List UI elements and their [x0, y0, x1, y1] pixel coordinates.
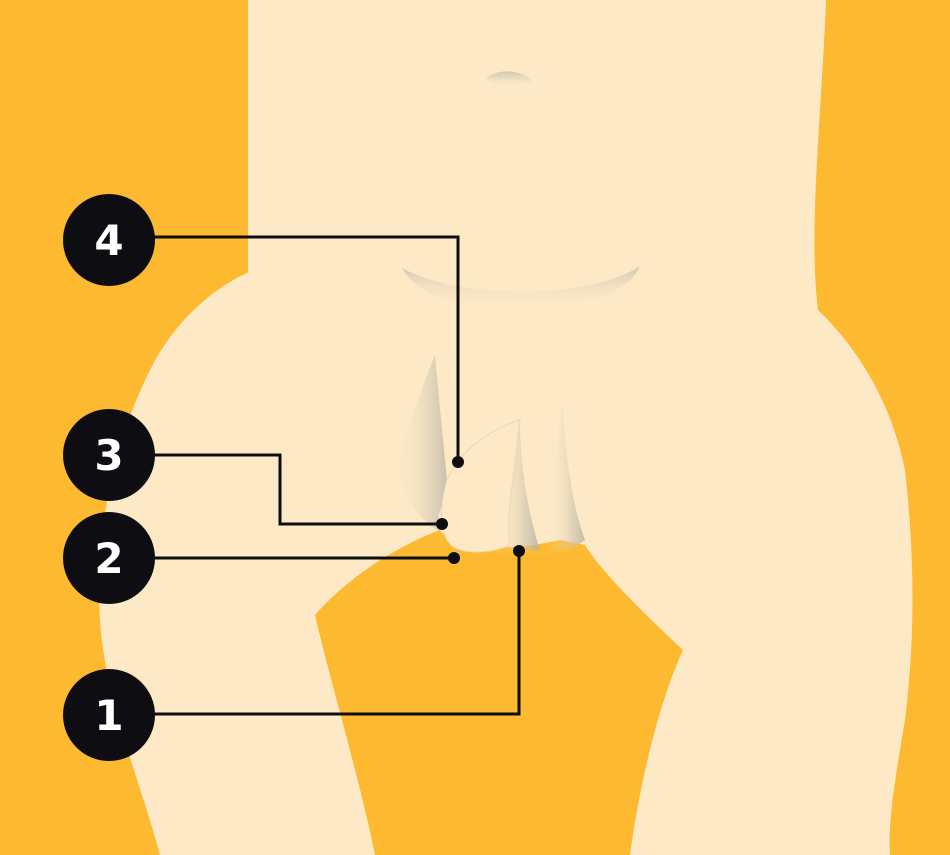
marker-3-label: 3 [94, 431, 123, 480]
leader-dot-3 [436, 518, 448, 530]
marker-2-label: 2 [94, 534, 123, 583]
marker-4-label: 4 [94, 216, 123, 265]
leader-dot-4 [452, 456, 464, 468]
marker-1: 1 [63, 669, 155, 761]
marker-4: 4 [63, 194, 155, 286]
leader-dot-2 [448, 552, 460, 564]
marker-2: 2 [63, 512, 155, 604]
marker-3: 3 [63, 409, 155, 501]
marker-1-label: 1 [94, 691, 123, 740]
leader-dot-1 [513, 545, 525, 557]
